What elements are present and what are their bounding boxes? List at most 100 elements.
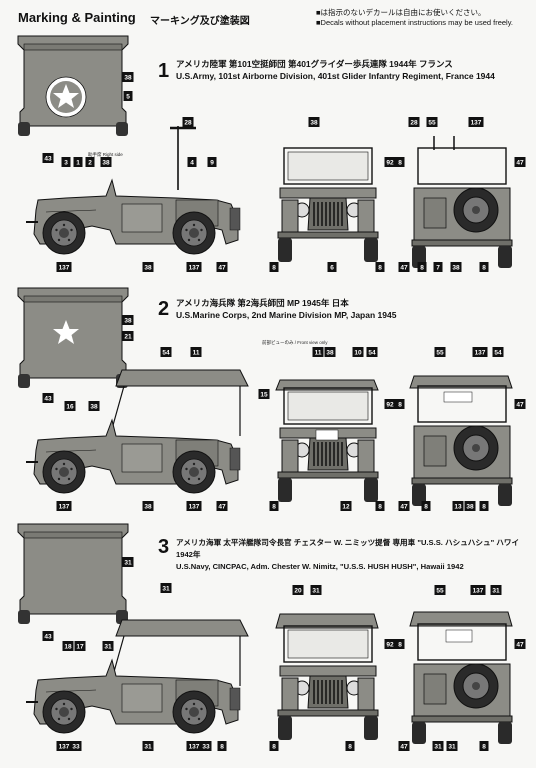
decal-callout-1-side-2: 2 xyxy=(85,157,95,167)
svg-text:8: 8 xyxy=(272,503,276,510)
decal-callout-3-side-33: 33 xyxy=(200,741,212,751)
svg-text:55: 55 xyxy=(436,349,444,356)
decal-callout-1-rear-7: 7 xyxy=(433,262,443,272)
svg-text:137: 137 xyxy=(59,503,70,510)
decal-callout-2-rear-55: 55 xyxy=(434,347,446,357)
decal-callout-3-side-17: 17 xyxy=(74,641,86,651)
decal-callout-3-rear-137: 137 xyxy=(470,585,486,595)
decal-callout-3-front-8: 8 xyxy=(269,741,279,751)
decal-callout-1-side-43: 43 xyxy=(42,153,54,163)
decal-callout-2-side-38: 38 xyxy=(88,401,100,411)
decal-callout-1-front-8: 8 xyxy=(269,262,279,272)
svg-text:5: 5 xyxy=(126,93,130,100)
page-title: Marking & Painting xyxy=(18,10,136,25)
section-2-caption: アメリカ海兵隊 第2海兵師団 MP 1945年 日本 U.S.Marine Co… xyxy=(176,297,526,321)
svg-text:8: 8 xyxy=(378,503,382,510)
decal-callout-2-side-16: 16 xyxy=(64,401,76,411)
section-3-front-view xyxy=(275,613,379,741)
svg-text:47: 47 xyxy=(516,159,524,166)
decal-callout-2-front-8: 8 xyxy=(269,501,279,511)
decal-callout-1-rear-28: 28 xyxy=(408,117,420,127)
svg-text:47: 47 xyxy=(516,401,524,408)
section-3-rear-view xyxy=(409,611,513,745)
decal-callout-2-side-47: 47 xyxy=(216,501,228,511)
decal-note-jp: ■は指示のないデカールは自由にお使いください。 xyxy=(316,8,486,17)
section-2-front-view xyxy=(275,379,379,503)
svg-text:17: 17 xyxy=(76,643,84,650)
svg-text:47: 47 xyxy=(218,264,226,271)
svg-text:38: 38 xyxy=(124,317,132,324)
decal-callout-1-rear-55: 55 xyxy=(426,117,438,127)
decal-callout-3-side-31: 31 xyxy=(160,583,172,593)
page-title-jp: マーキング及び塗装図 xyxy=(150,16,250,27)
svg-text:47: 47 xyxy=(516,641,524,648)
decal-callout-1-front-8: 8 xyxy=(375,262,385,272)
decal-callout-1-side-3: 3 xyxy=(61,157,71,167)
decal-callout-3-rear-8: 8 xyxy=(479,741,489,751)
decal-callout-3-front-8: 8 xyxy=(345,741,355,751)
decal-callout-3-rear-8: 8 xyxy=(395,639,405,649)
svg-text:15: 15 xyxy=(260,391,268,398)
decal-callout-3-rear-47: 47 xyxy=(514,639,526,649)
section-2-side-view xyxy=(25,369,249,494)
svg-text:8: 8 xyxy=(482,264,486,271)
section-2-front-hint: 前部ビューのみ / Front view only xyxy=(262,339,328,346)
section-3-number: 3 xyxy=(158,536,170,558)
svg-text:137: 137 xyxy=(473,587,484,594)
svg-text:38: 38 xyxy=(144,264,152,271)
decal-callout-1-side-1: 1 xyxy=(73,157,83,167)
svg-text:12: 12 xyxy=(342,503,350,510)
decal-callout-2-rear-47: 47 xyxy=(398,501,410,511)
svg-text:8: 8 xyxy=(482,503,486,510)
svg-text:31: 31 xyxy=(144,743,152,750)
decal-callout-1-hood-5: 5 xyxy=(123,91,133,101)
svg-text:47: 47 xyxy=(218,503,226,510)
decal-callout-1-rear-47: 47 xyxy=(514,157,526,167)
svg-text:137: 137 xyxy=(189,264,200,271)
section-2-caption-en: U.S.Marine Corps, 2nd Marine Division MP… xyxy=(176,310,397,320)
decal-callout-3-side-31: 31 xyxy=(102,641,114,651)
svg-text:38: 38 xyxy=(90,403,98,410)
svg-text:8: 8 xyxy=(482,743,486,750)
svg-text:38: 38 xyxy=(102,159,110,166)
svg-text:137: 137 xyxy=(471,119,482,126)
svg-text:8: 8 xyxy=(398,401,402,408)
svg-text:21: 21 xyxy=(124,333,132,340)
section-2-hood xyxy=(17,287,129,389)
decal-callout-3-rear-31: 31 xyxy=(446,741,458,751)
svg-text:31: 31 xyxy=(448,743,456,750)
decal-callout-2-rear-8: 8 xyxy=(395,399,405,409)
svg-text:31: 31 xyxy=(492,587,500,594)
decal-callout-3-side-8: 8 xyxy=(217,741,227,751)
decal-callout-3-side-33: 33 xyxy=(70,741,82,751)
svg-text:16: 16 xyxy=(66,403,74,410)
decal-callout-2-front-12: 12 xyxy=(340,501,352,511)
section-3-caption-jp: アメリカ海軍 太平洋艦隊司令長官 チェスター W. ニミッツ提督 専用車 "U.… xyxy=(176,538,520,559)
decal-callout-1-rear-8: 8 xyxy=(479,262,489,272)
decal-note-en: ■Decals without placement instructions m… xyxy=(316,18,513,27)
decal-callout-1-side-4: 4 xyxy=(187,157,197,167)
section-1-caption-en: U.S.Army, 101st Airborne Division, 401st… xyxy=(176,71,495,81)
section-1-hood xyxy=(17,35,129,137)
decal-callout-2-rear-8: 8 xyxy=(479,501,489,511)
decal-callout-3-side-43: 43 xyxy=(42,631,54,641)
decal-callout-1-side-38: 38 xyxy=(142,262,154,272)
decal-callout-2-hood-38: 38 xyxy=(122,315,134,325)
svg-text:10: 10 xyxy=(354,349,362,356)
decal-callout-2-front-10: 10 xyxy=(352,347,364,357)
decal-callout-2-side-11: 11 xyxy=(190,347,202,357)
svg-text:8: 8 xyxy=(272,264,276,271)
section-2-rear-view xyxy=(409,375,513,507)
decal-callout-2-rear-137: 137 xyxy=(472,347,488,357)
svg-text:33: 33 xyxy=(72,743,80,750)
svg-text:43: 43 xyxy=(44,395,52,402)
svg-text:55: 55 xyxy=(436,587,444,594)
svg-text:47: 47 xyxy=(400,503,408,510)
section-1-caption: アメリカ陸軍 第101空挺師団 第401グライダー歩兵連隊 1944年 フランス… xyxy=(176,58,526,82)
decal-callout-2-rear-8: 8 xyxy=(421,501,431,511)
svg-text:8: 8 xyxy=(424,503,428,510)
svg-text:43: 43 xyxy=(44,155,52,162)
svg-text:137: 137 xyxy=(59,743,70,750)
decal-callout-2-rear-38: 38 xyxy=(464,501,476,511)
